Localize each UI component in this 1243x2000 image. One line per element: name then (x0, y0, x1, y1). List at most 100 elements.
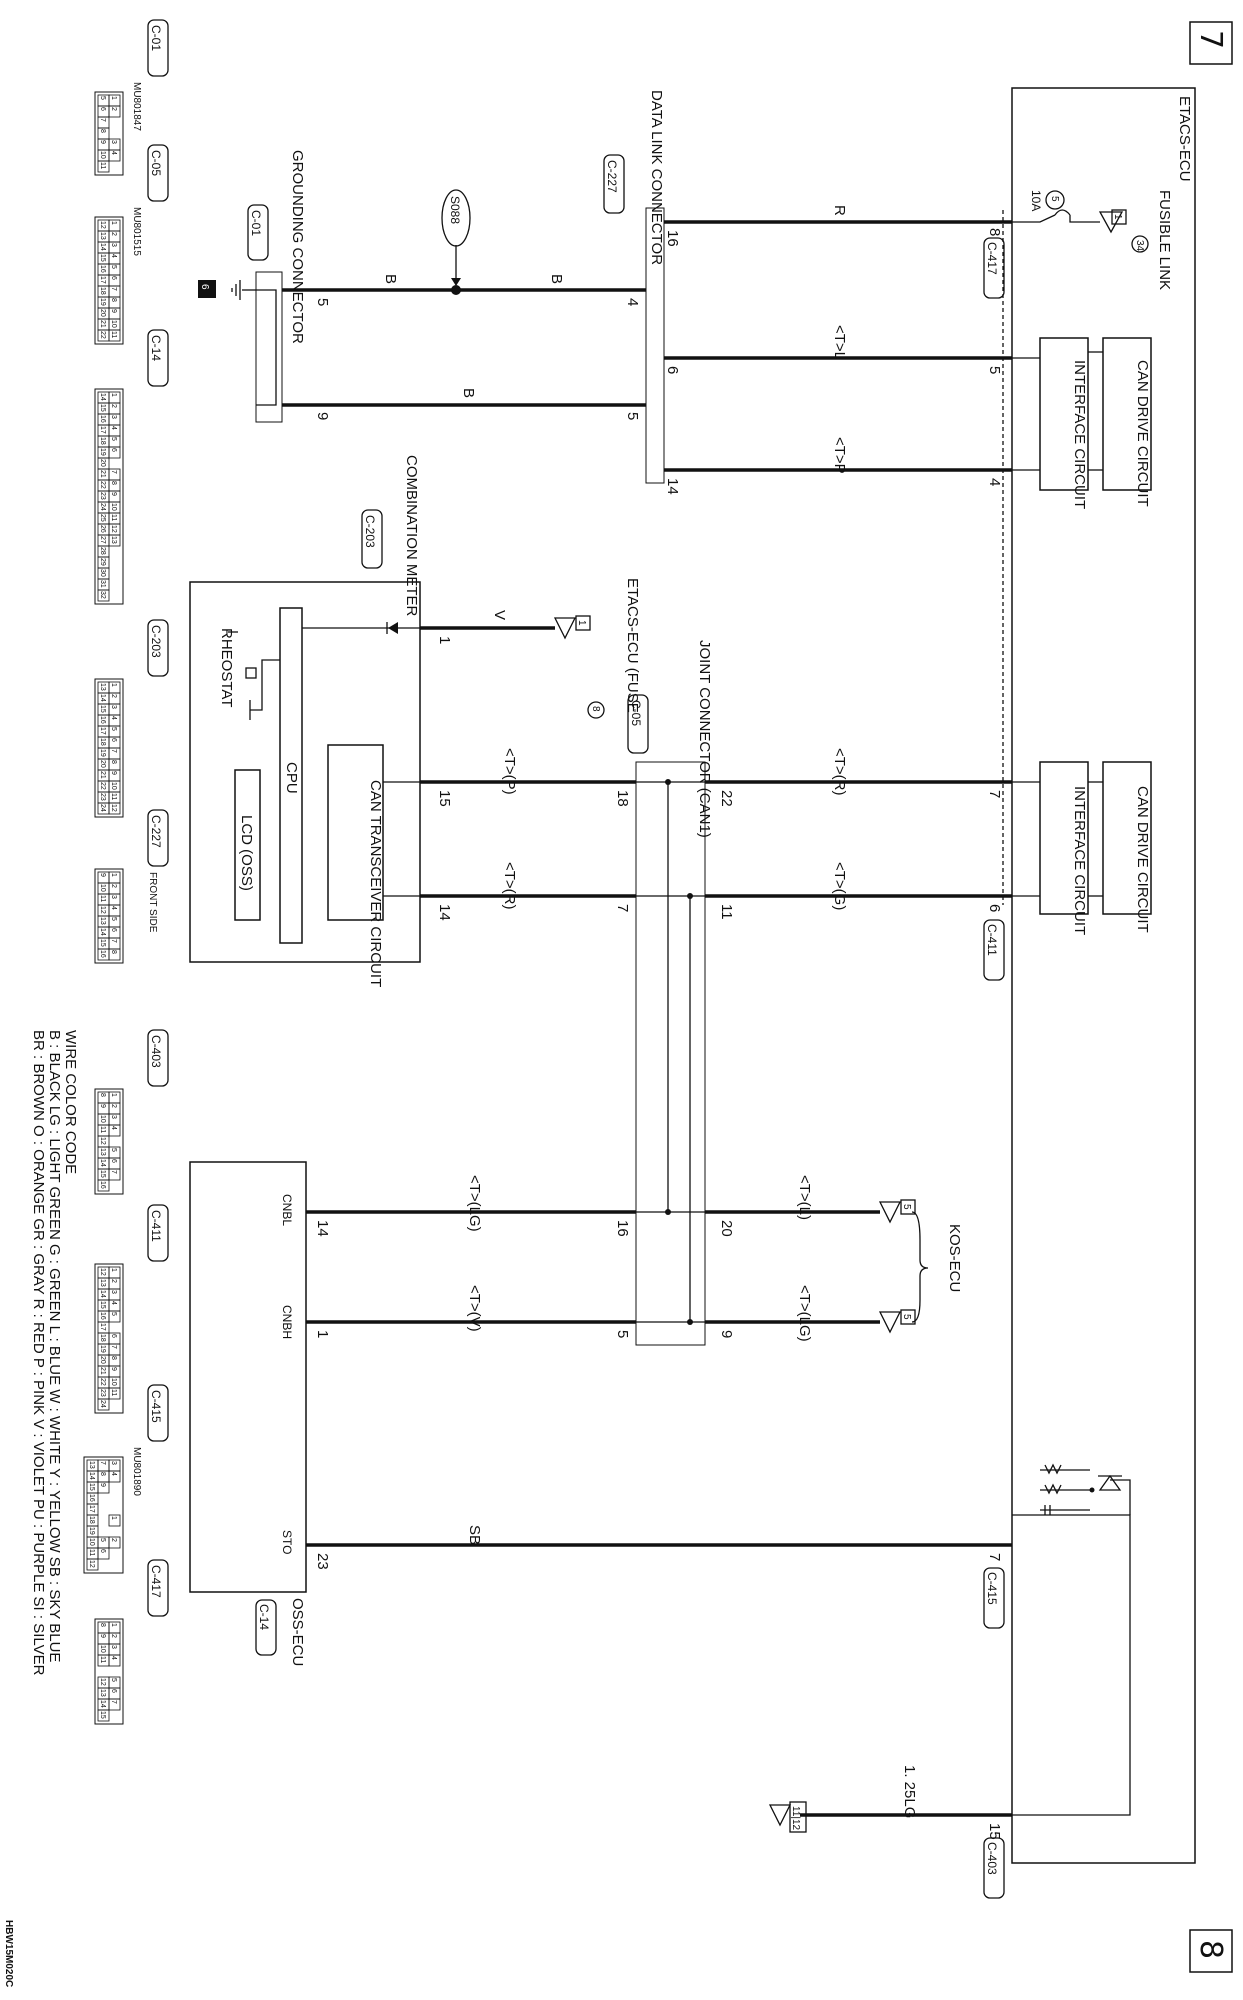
connector-pin: 12 (99, 221, 106, 229)
combination-meter-label: COMBINATION METER (403, 455, 420, 617)
connector-pin: 3 (110, 895, 117, 899)
connector-pin: 15 (88, 1483, 95, 1491)
connector-pin: 22 (99, 331, 106, 339)
connector-view-code: MU801890 (131, 1447, 142, 1496)
connector-pin: 5 (110, 1678, 117, 1682)
connector-pin: 10 (110, 782, 117, 790)
connector-pin: 6 (110, 448, 117, 452)
power-mark-number: 1 (1112, 214, 1123, 220)
pin-7a: 7 (986, 790, 1003, 798)
c415-id: C-415 (985, 1572, 999, 1605)
connector-pin: 9 (99, 1483, 106, 1487)
legend-line-1: B : BLACK LG : LIGHT GREEN G : GREEN L :… (46, 1030, 63, 1662)
connector-pin: 2 (110, 694, 117, 698)
interface-circuit-right (1039, 761, 1089, 915)
pin-4b: 4 (986, 478, 1003, 486)
can-transceiver-box (327, 744, 384, 921)
legend-title: WIRE COLOR CODE (62, 1030, 79, 1174)
wire-label-b-1: B (382, 274, 399, 284)
wire-label-tp-b: <T>(P) (501, 748, 518, 795)
pin-22: 22 (718, 790, 735, 807)
pin-5c: 5 (624, 412, 641, 420)
connector-pin: 28 (99, 547, 106, 555)
joint-connector[interactable] (635, 761, 706, 1346)
data-link-connector[interactable] (645, 207, 665, 484)
connector-pin: 32 (99, 591, 106, 599)
connector-pin: 19 (99, 448, 106, 456)
connector-pin: 2 (110, 107, 117, 111)
connector-pin: 15 (99, 254, 106, 262)
connector-pin: 9 (99, 140, 106, 144)
connector-pin: 1 (110, 683, 117, 687)
connector-pin: 3 (110, 1461, 117, 1465)
wire-label-tl-c: <T>(L) (796, 1175, 813, 1220)
wire-label-lg125: 1. 25LG (901, 1765, 918, 1818)
connector-pin: 13 (99, 1148, 106, 1156)
connector-pin: 10 (99, 151, 106, 159)
connector-pin: 5 (110, 437, 117, 441)
connector-pin: 18 (99, 1334, 106, 1342)
connector-pin: 4 (110, 906, 117, 910)
connector-pin: 14 (99, 928, 106, 936)
connector-pin: 4 (110, 426, 117, 430)
connector-pin: 7 (110, 287, 117, 291)
connector-pin: 4 (110, 716, 117, 720)
data-link-label: DATA LINK CONNECTOR (648, 90, 665, 265)
connector-pin: 9 (99, 873, 106, 877)
page-next-box[interactable]: 8 (1189, 1929, 1233, 1973)
connector-pin: 2 (110, 1538, 117, 1542)
pin-11: 11 (718, 904, 735, 920)
connector-pin: 12 (99, 1268, 106, 1276)
connector-view-id: C-417 (149, 1565, 163, 1598)
connector-pin: 26 (99, 525, 106, 533)
connector-pin: 21 (99, 470, 106, 478)
grounding-connector[interactable] (255, 271, 283, 423)
c417-id: C-417 (985, 242, 999, 275)
pin-6a: 6 (664, 366, 681, 374)
pin-1: 1 (436, 636, 453, 644)
connector-pin: 14 (99, 694, 106, 702)
connector-pin: 17 (88, 1505, 95, 1513)
connector-pin: 1 (110, 1516, 117, 1520)
connector-pin: 15 (99, 1711, 106, 1719)
connector-pin: 17 (99, 727, 106, 735)
can-drive-circuit-left (1102, 337, 1152, 491)
page-prev-box[interactable]: 7 (1189, 21, 1233, 65)
grounding-id: C-01 (249, 210, 263, 236)
cpu-box (279, 607, 303, 944)
wire-label-tv-d: <T>(V) (466, 1285, 483, 1332)
splice-point (451, 285, 461, 295)
connector-pin: 2 (110, 884, 117, 888)
connector-pin: 22 (99, 1378, 106, 1386)
connector-pin: 8 (110, 481, 117, 485)
connector-pin: 5 (99, 1538, 106, 1542)
wire-label-tl: <T>L (831, 325, 848, 360)
c411-id: C-411 (985, 924, 999, 956)
etacs-output-circuit (1012, 1514, 1131, 1816)
connector-pin: 4 (110, 254, 117, 258)
pin-7b: 7 (614, 904, 631, 912)
connector-pin: 13 (88, 1461, 95, 1469)
fuse-number: 5 (1049, 196, 1060, 202)
joint-connector-id: C-05 (629, 700, 643, 726)
connector-pin: 1 (110, 393, 117, 397)
connector-view-id: C-14 (149, 335, 163, 361)
connector-pin: 6 (110, 1689, 117, 1693)
connector-pin: 16 (99, 950, 106, 958)
lcd-box (234, 769, 261, 921)
connector-pin: 9 (110, 1367, 117, 1371)
connector-pin: 23 (99, 492, 106, 500)
wire-label-b-3: B (460, 388, 477, 398)
combination-meter-id: C-203 (363, 515, 377, 548)
connector-pin: 9 (99, 1634, 106, 1638)
connector-pin: 3 (110, 140, 117, 144)
connector-pin: 15 (99, 404, 106, 412)
connector-pin: 7 (110, 749, 117, 753)
connector-pin: 22 (99, 782, 106, 790)
connector-pin: 16 (99, 265, 106, 273)
wire-label-sb: SB (466, 1525, 483, 1545)
kos-mark-b-icon (878, 1311, 902, 1334)
